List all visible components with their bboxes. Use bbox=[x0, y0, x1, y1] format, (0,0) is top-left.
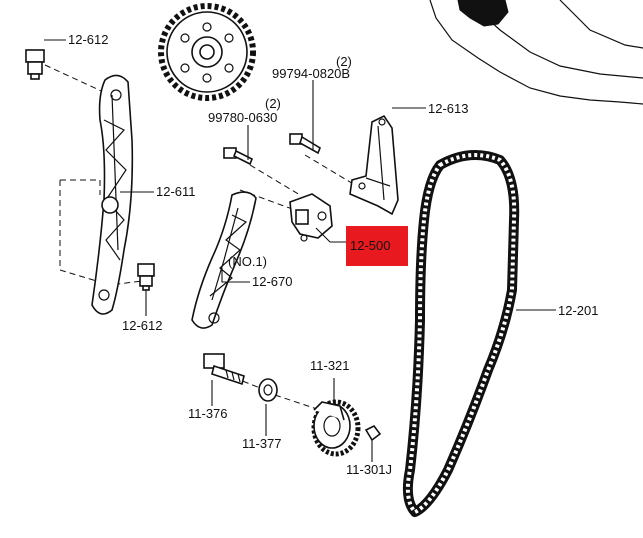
chain-guide-left bbox=[91, 74, 134, 315]
pivot-bolt-upper bbox=[25, 49, 45, 80]
label-11-376: 11-376 bbox=[188, 406, 228, 421]
label-99794: 99794-0820B bbox=[272, 66, 350, 81]
label-99780: 99780-0630 bbox=[208, 110, 277, 125]
label-12-500[interactable]: 12-500 bbox=[350, 238, 390, 253]
assembly-guide-lines bbox=[44, 64, 356, 411]
label-11-377: 11-377 bbox=[242, 436, 282, 451]
bolt-99780 bbox=[223, 147, 254, 166]
camshaft-sprocket bbox=[158, 3, 256, 101]
crankshaft-sprocket bbox=[311, 399, 361, 457]
label-99794-qty: (2) bbox=[336, 54, 352, 69]
label-11-321: 11-321 bbox=[310, 358, 350, 373]
label-11-301j: 11-301J bbox=[346, 462, 392, 477]
crank-bolt bbox=[203, 353, 245, 386]
label-12-612-bottom: 12-612 bbox=[122, 318, 162, 333]
highlight-box-12-500 bbox=[346, 226, 408, 266]
crank-washer bbox=[258, 378, 278, 402]
label-12-612-top: 12-612 bbox=[68, 32, 108, 47]
bolt-99794 bbox=[289, 133, 321, 155]
woodruff-key bbox=[364, 424, 382, 442]
chain-tensioner bbox=[289, 193, 333, 242]
timing-chain bbox=[402, 150, 520, 517]
label-12-611: 12-611 bbox=[156, 184, 196, 199]
label-12-613: 12-613 bbox=[428, 101, 468, 116]
engine-block-fragment bbox=[429, 0, 643, 105]
label-99780-qty: (2) bbox=[265, 96, 281, 111]
leader-lines bbox=[44, 39, 556, 462]
pivot-bolt-lower bbox=[137, 263, 155, 291]
chain-guide-upper bbox=[349, 114, 399, 216]
label-12-670: 12-670 bbox=[252, 274, 292, 289]
tensioner-arm bbox=[191, 191, 257, 329]
label-12-201: 12-201 bbox=[558, 303, 598, 318]
label-12-670-note: (NO.1) bbox=[228, 254, 267, 269]
